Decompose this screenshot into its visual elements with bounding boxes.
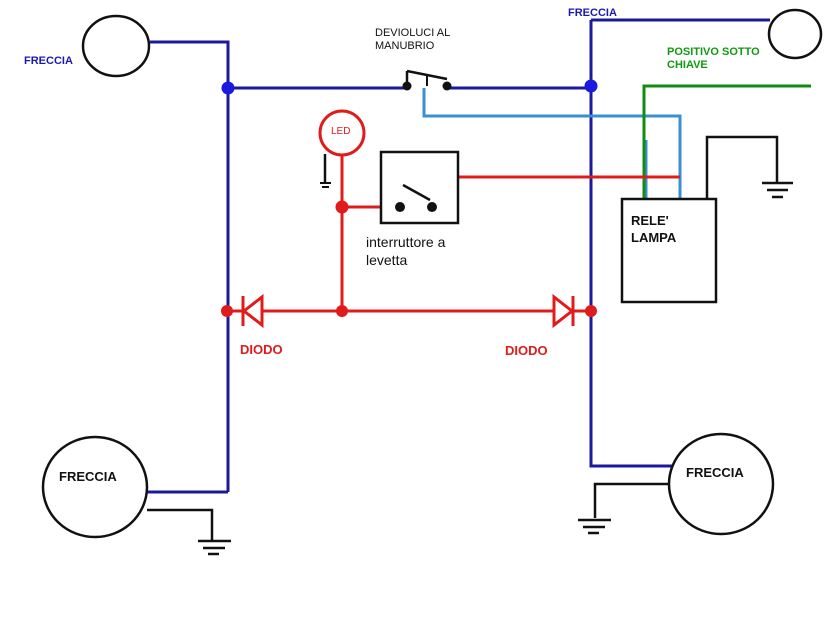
lamp-bottom-right [667,432,775,536]
node-red-center [336,305,348,317]
label-diodo-right: DIODO [505,343,548,358]
wire-br-ground [593,482,669,518]
wire-bl-ground [147,508,214,540]
blue-wires [147,18,770,494]
label-deviatore-line2: MANUBRIO [375,40,435,52]
label-freccia-bottom-left: FRECCIA [59,469,117,484]
label-freccia-top-right: FRECCIA [568,7,617,19]
ground-symbol-bottom-right [578,518,611,535]
lamp-top-right [767,8,823,60]
ground-symbol-bottom-left [198,539,231,556]
wire-relay-ground [705,135,779,198]
diode-right [552,293,575,329]
toggle-switch [379,150,460,225]
label-freccia-bottom-right: FRECCIA [686,465,744,480]
wire-top-left-lamp [150,40,230,88]
lamp-bottom-left [41,435,149,539]
node-blue-right [584,79,598,93]
led-circle [318,109,366,157]
wire-positivo [642,84,811,198]
wire-switch-to-relay [422,88,682,198]
diode-left [241,293,264,329]
ground-symbol-relay [762,181,793,199]
wire-right-vertical [589,20,672,468]
label-positivo-line1: POSITIVO SOTTO [667,46,760,58]
lamp-top-left [81,14,151,78]
node-red-toggle [335,200,349,214]
light-blue-wires [422,88,682,198]
label-interruttore-line1: interruttore a [366,234,446,250]
node-blue-left [221,81,235,95]
node-red-right [585,305,597,317]
label-rele-line1: RELE' [631,213,669,228]
black-wires [147,135,779,540]
ground-symbol-led [320,182,331,188]
label-rele-line2: LAMPA [631,230,677,245]
handlebar-switch [402,69,452,91]
label-freccia-top-left: FRECCIA [24,55,73,67]
label-led: LED [331,126,350,137]
relay-box [620,197,718,304]
node-red-left [221,305,233,317]
label-interruttore-line2: levetta [366,252,407,268]
label-positivo-line2: CHIAVE [667,59,708,71]
label-diodo-left: DIODO [240,342,283,357]
label-deviatore-line1: DEVIOLUCI AL [375,27,450,39]
